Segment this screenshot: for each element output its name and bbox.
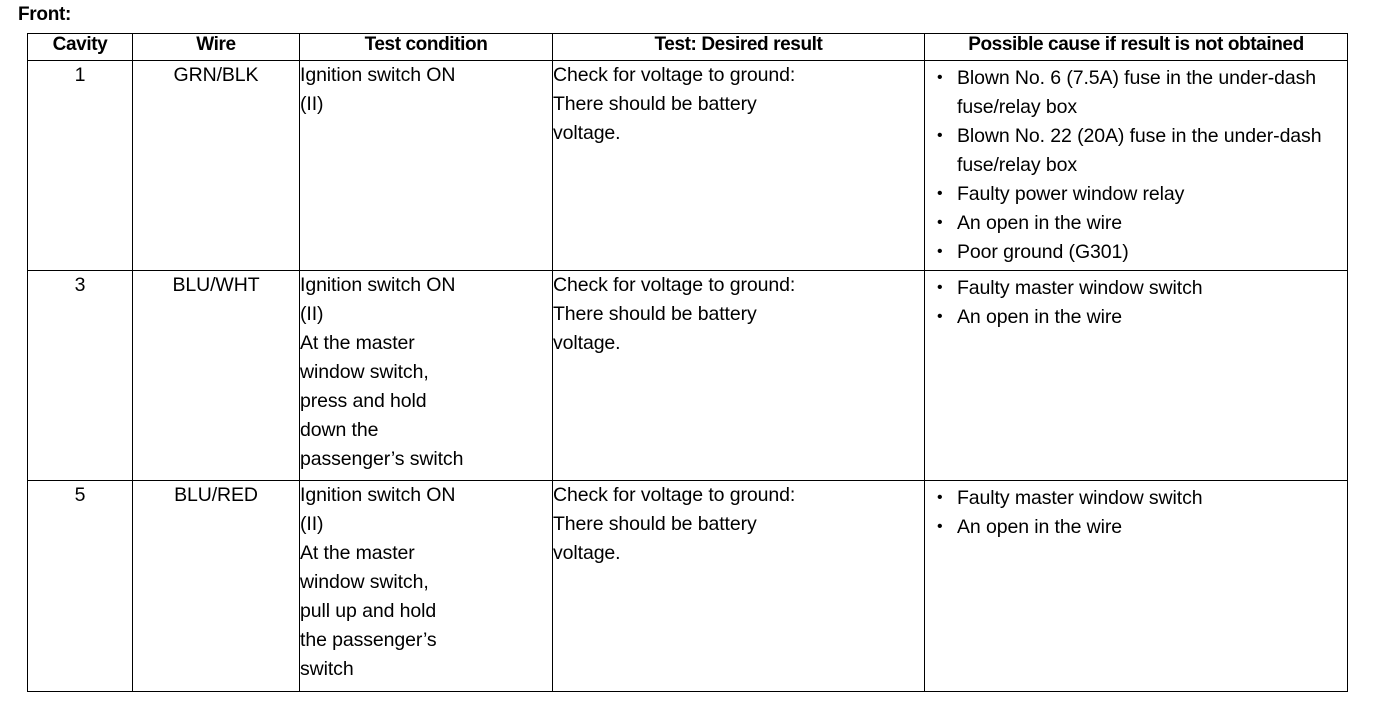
test-condition-line: Ignition switch ON <box>300 64 456 86</box>
test-condition-line: pull up and hold <box>300 600 437 622</box>
table-row: 5 BLU/RED Ignition switch ON (II) At the… <box>27 480 1348 692</box>
list-item: An open in the wire <box>935 208 1343 238</box>
cell-possible-cause: Faulty master window switch An open in t… <box>924 480 1348 692</box>
cell-desired-result: Check for voltage to ground: There shoul… <box>552 270 925 481</box>
test-condition-line: At the master <box>300 332 415 354</box>
list-item: Blown No. 22 (20A) fuse in the under-das… <box>935 121 1343 180</box>
troubleshooting-table: Cavity Wire Test condition Test: Desired… <box>27 33 1348 692</box>
test-condition-line: window switch, <box>300 361 429 383</box>
desired-result-line: Check for voltage to ground: <box>553 64 796 86</box>
column-header-wire: Wire <box>132 33 300 61</box>
cell-cavity: 3 <box>27 270 133 481</box>
column-header-desired-result: Test: Desired result <box>552 33 925 61</box>
desired-result-line: There should be battery <box>553 303 757 325</box>
cell-wire: BLU/RED <box>132 480 300 692</box>
desired-result-line: voltage. <box>553 122 621 144</box>
test-condition-line: (II) <box>300 93 324 115</box>
desired-result-line: There should be battery <box>553 93 757 115</box>
cell-cavity: 1 <box>27 60 133 271</box>
list-item: An open in the wire <box>935 512 1343 542</box>
cell-desired-result: Check for voltage to ground: There shoul… <box>552 60 925 271</box>
table-body: 1 GRN/BLK Ignition switch ON (II) Check … <box>27 60 1348 692</box>
test-condition-line: Ignition switch ON <box>300 484 456 506</box>
test-condition-line: (II) <box>300 513 324 535</box>
possible-cause-list: Faulty master window switch An open in t… <box>925 271 1347 332</box>
cell-wire: GRN/BLK <box>132 60 300 271</box>
column-header-cavity: Cavity <box>27 33 133 61</box>
cell-test-condition: Ignition switch ON (II) <box>299 60 553 271</box>
desired-result-line: voltage. <box>553 542 621 564</box>
cell-test-condition: Ignition switch ON (II) At the master wi… <box>299 480 553 692</box>
possible-cause-list: Faulty master window switch An open in t… <box>925 481 1347 542</box>
desired-result-line: voltage. <box>553 332 621 354</box>
test-condition-line: the passenger’s <box>300 629 437 651</box>
cell-test-condition: Ignition switch ON (II) At the master wi… <box>299 270 553 481</box>
test-condition-line: At the master <box>300 542 415 564</box>
list-item: Blown No. 6 (7.5A) fuse in the under-das… <box>935 63 1343 122</box>
cell-cavity: 5 <box>27 480 133 692</box>
desired-result-line: Check for voltage to ground: <box>553 484 796 506</box>
list-item: Faulty master window switch <box>935 483 1343 513</box>
test-condition-line: switch <box>300 658 354 680</box>
desired-result-line: There should be battery <box>553 513 757 535</box>
test-condition-line: Ignition switch ON <box>300 274 456 296</box>
list-item: Faulty power window relay <box>935 179 1343 209</box>
table-header-row: Cavity Wire Test condition Test: Desired… <box>27 33 1348 61</box>
list-item: An open in the wire <box>935 302 1343 332</box>
test-condition-line: window switch, <box>300 571 429 593</box>
test-condition-line: press and hold <box>300 390 427 412</box>
test-condition-line: passenger’s switch <box>300 448 464 470</box>
table-row: 1 GRN/BLK Ignition switch ON (II) Check … <box>27 60 1348 271</box>
column-header-possible-cause: Possible cause if result is not obtained <box>924 33 1348 61</box>
test-condition-line: down the <box>300 419 379 441</box>
column-header-test-condition: Test condition <box>299 33 553 61</box>
cell-possible-cause: Faulty master window switch An open in t… <box>924 270 1348 481</box>
cell-desired-result: Check for voltage to ground: There shoul… <box>552 480 925 692</box>
possible-cause-list: Blown No. 6 (7.5A) fuse in the under-das… <box>925 61 1347 267</box>
list-item: Poor ground (G301) <box>935 237 1343 267</box>
table-row: 3 BLU/WHT Ignition switch ON (II) At the… <box>27 270 1348 481</box>
desired-result-line: Check for voltage to ground: <box>553 274 796 296</box>
section-label-front: Front: <box>18 4 72 25</box>
table-header: Cavity Wire Test condition Test: Desired… <box>27 33 1348 61</box>
test-condition-line: (II) <box>300 303 324 325</box>
cell-possible-cause: Blown No. 6 (7.5A) fuse in the under-das… <box>924 60 1348 271</box>
list-item: Faulty master window switch <box>935 273 1343 303</box>
cell-wire: BLU/WHT <box>132 270 300 481</box>
